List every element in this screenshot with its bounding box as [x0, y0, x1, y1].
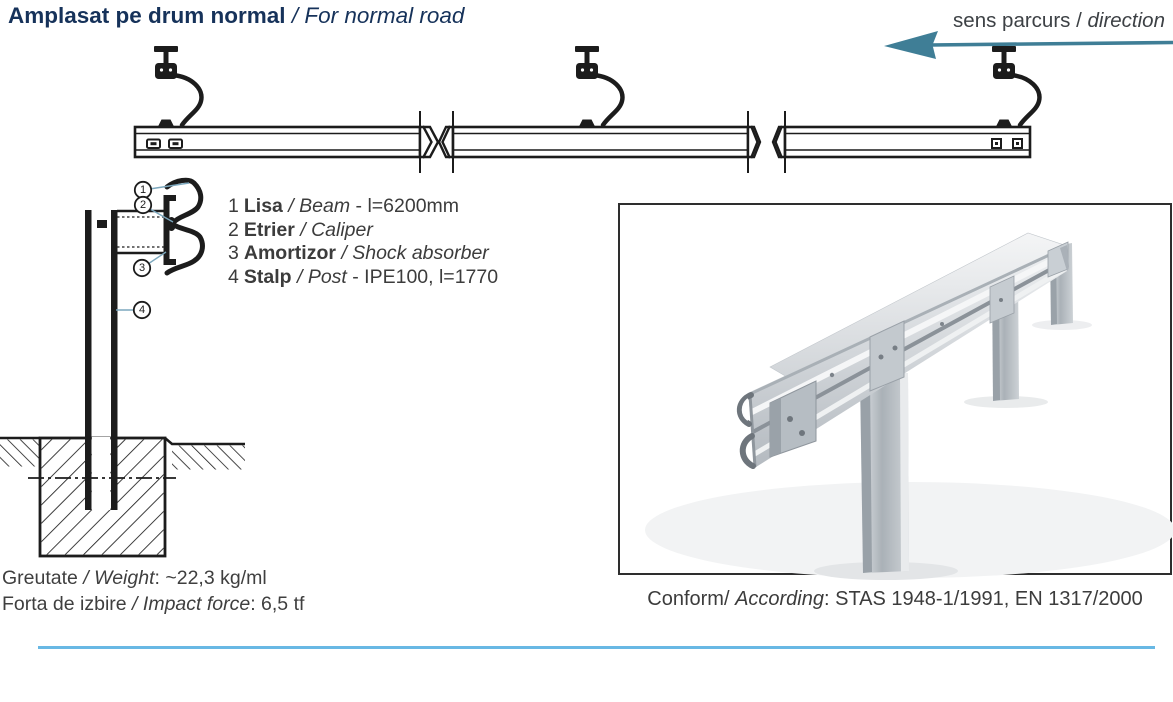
callout-1: 1	[133, 180, 153, 200]
callout-4: 4	[132, 300, 152, 320]
caliper-section	[163, 195, 176, 265]
direction-label-ro: sens parcurs	[953, 9, 1071, 32]
spec-weight: Greutate / Weight: ~22,3 kg/ml	[2, 567, 267, 589]
svg-text:3: 3	[139, 262, 145, 274]
foundation-detail	[0, 436, 245, 558]
specs-block: Greutate / Weight: ~22,3 kg/ml Forta de …	[2, 566, 304, 617]
direction-label-sep: /	[1070, 9, 1088, 32]
page-title-sep: /	[285, 3, 305, 28]
conformity-ro: Conform/	[647, 588, 730, 610]
conformity-note: Conform/ According: STAS 1948-1/1991, EN…	[618, 588, 1172, 611]
post-symbol-3	[992, 46, 1042, 128]
conformity-en: According	[735, 588, 824, 610]
page-title: Amplasat pe drum normal / For normal roa…	[8, 2, 464, 29]
cross-section-drawing: 1 2 3 4	[0, 177, 245, 558]
svg-text:4: 4	[139, 304, 145, 316]
shock-absorber-section	[117, 209, 164, 255]
render-beam-end	[736, 245, 1069, 469]
render-brackets	[769, 241, 1069, 458]
callout-2: 2	[133, 195, 153, 215]
page-title-en: For normal road	[304, 3, 465, 28]
conformity-standards: : STAS 1948-1/1991, EN 1317/2000	[824, 588, 1143, 610]
direction-label: sens parcurs / direction	[953, 9, 1165, 33]
callout-3: 3	[132, 258, 152, 278]
bottom-divider	[38, 646, 1155, 649]
page-title-ro: Amplasat pe drum normal	[8, 3, 286, 28]
beam-segment-1	[133, 111, 440, 173]
beam-segment-2	[437, 111, 762, 173]
product-render-box	[618, 203, 1173, 580]
top-view-drawing	[133, 46, 1042, 173]
direction-arrow-icon	[884, 31, 1173, 59]
beam-segment-3	[771, 111, 1032, 173]
spec-impact-force: Forta de izbire / Impact force: 6,5 tf	[2, 592, 305, 615]
svg-text:1: 1	[140, 184, 146, 196]
post-symbol-2	[575, 46, 625, 128]
post-section	[85, 210, 118, 510]
direction-label-en: direction	[1087, 9, 1166, 32]
svg-text:2: 2	[140, 199, 146, 211]
guardrail-3d-render	[645, 232, 1173, 580]
post-symbol-1	[154, 46, 204, 128]
